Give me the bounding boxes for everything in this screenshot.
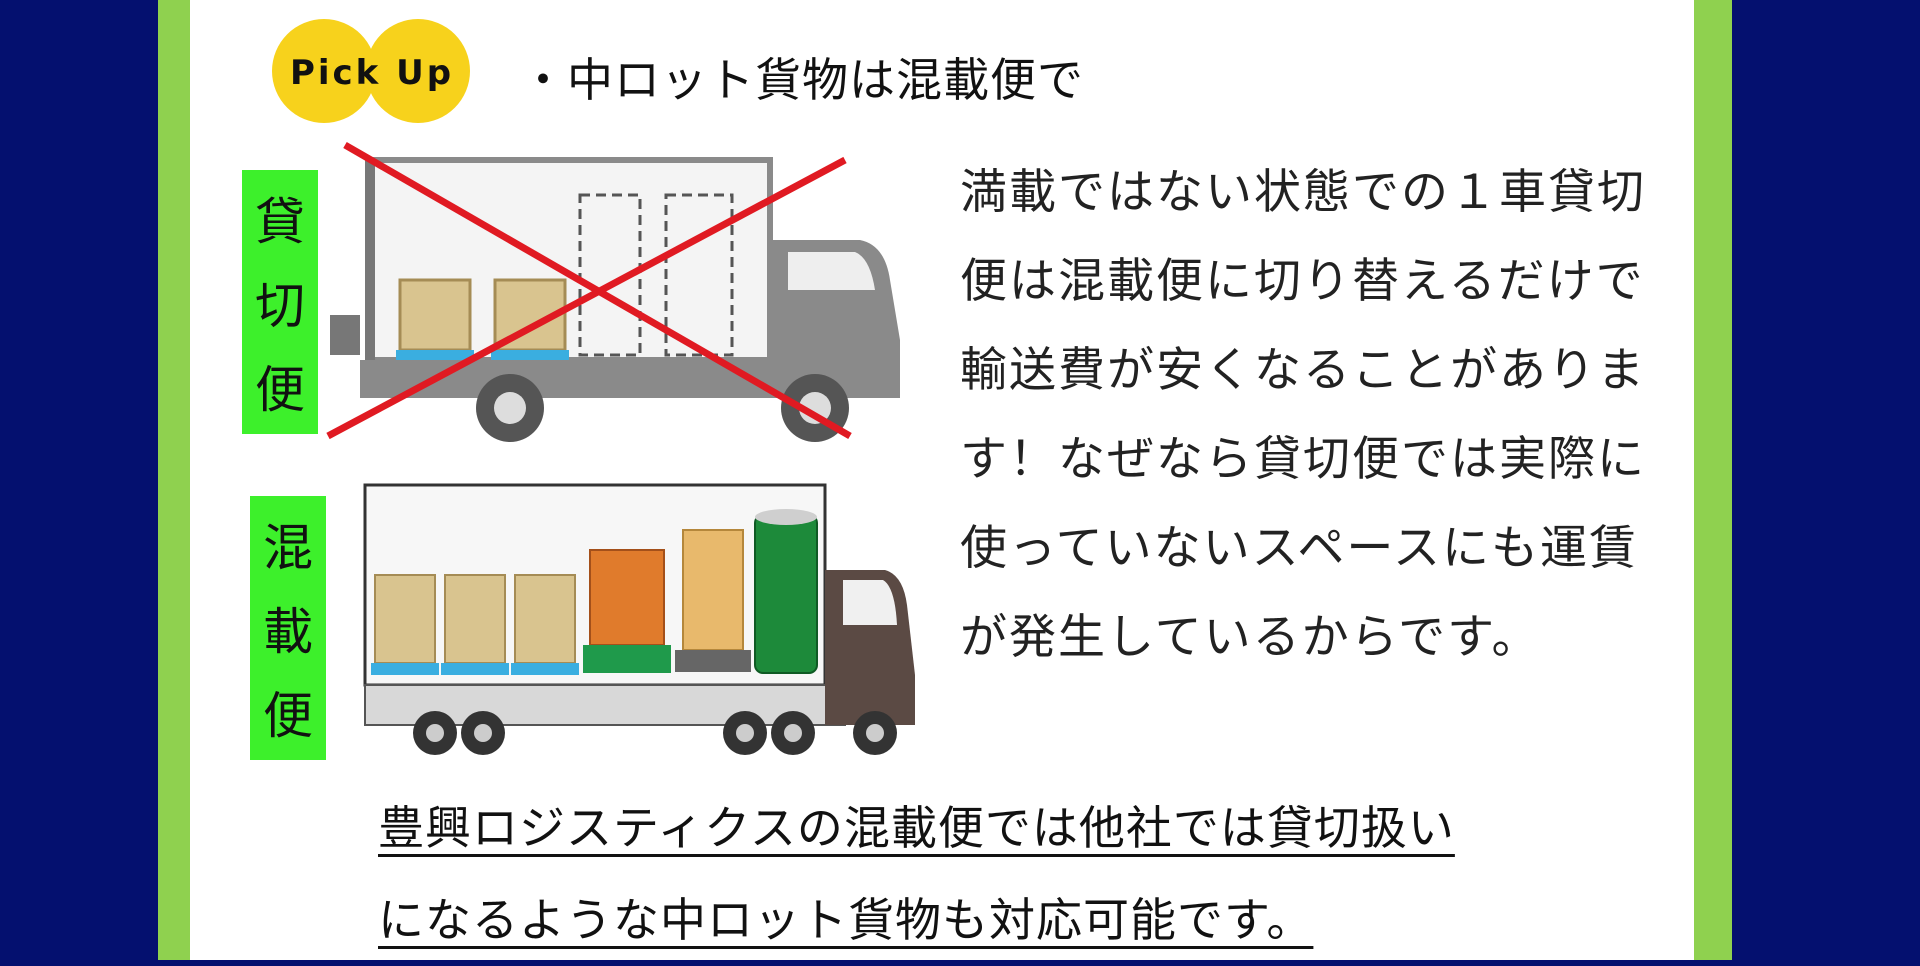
pallet <box>491 350 569 360</box>
label-char: 載 <box>263 603 313 661</box>
footer-line: になるような中ロット貨物も対応可能です。 <box>378 893 1314 947</box>
description-line: 輸送費が安くなることがありま <box>960 343 1646 398</box>
consolidated-truck-illustration <box>363 483 915 755</box>
headline: ・中ロット貨物は混載便で <box>520 53 1084 107</box>
pallet <box>396 350 474 360</box>
pickup-badge: Pick Up <box>272 19 470 123</box>
description-line: す！なぜなら貸切便では実際に <box>960 432 1646 487</box>
cab-window <box>843 580 897 625</box>
badge-text: Pick Up <box>290 53 454 93</box>
drum-lid <box>755 509 817 525</box>
footer-note: 豊興ロジスティクスの混載便では他社では貸切扱い になるような中ロット貨物も対応可… <box>378 782 1455 966</box>
cargo-box <box>398 278 472 352</box>
label-consolidated-service: 混 載 便 <box>250 496 326 760</box>
description-line: 便は混載便に切り替えるだけで <box>960 254 1645 309</box>
drum <box>754 514 818 674</box>
stacked-boxes <box>682 529 744 651</box>
pallet <box>675 650 751 672</box>
label-char: 便 <box>263 687 313 745</box>
description-text: 満載ではない状態での１車貸切 便は混載便に切り替えるだけで 輸送費が安くなること… <box>960 148 1660 682</box>
pallet <box>371 663 439 675</box>
pallet <box>511 663 579 675</box>
pallet <box>441 663 509 675</box>
label-char: 切 <box>255 277 305 335</box>
cargo-box <box>374 574 436 664</box>
cargo-box <box>444 574 506 664</box>
stacked-boxes <box>589 549 665 646</box>
pallet <box>583 645 671 673</box>
cargo-box <box>514 574 576 664</box>
label-char: 便 <box>255 361 305 419</box>
label-charter-service: 貸 切 便 <box>242 170 318 434</box>
badge-circle-left <box>272 19 376 123</box>
cross-out-mark <box>326 141 852 440</box>
empty-space-marker <box>664 193 734 357</box>
charter-truck-illustration <box>326 141 900 442</box>
cargo-items <box>371 509 818 675</box>
description-line: 満載ではない状態での１車貸切 <box>960 165 1646 220</box>
label-char: 貸 <box>255 193 305 251</box>
description-line: が発生しているからです。 <box>960 610 1541 665</box>
badge-circle-right <box>366 19 470 123</box>
cab-window <box>788 252 875 290</box>
empty-space-marker <box>578 193 642 357</box>
label-char: 混 <box>263 519 313 577</box>
cargo-boxes <box>396 278 569 360</box>
description-line: 使っていないスペースにも運賃 <box>960 521 1639 576</box>
footer-line: 豊興ロジスティクスの混載便では他社では貸切扱い <box>378 801 1455 855</box>
wheels <box>413 711 897 755</box>
